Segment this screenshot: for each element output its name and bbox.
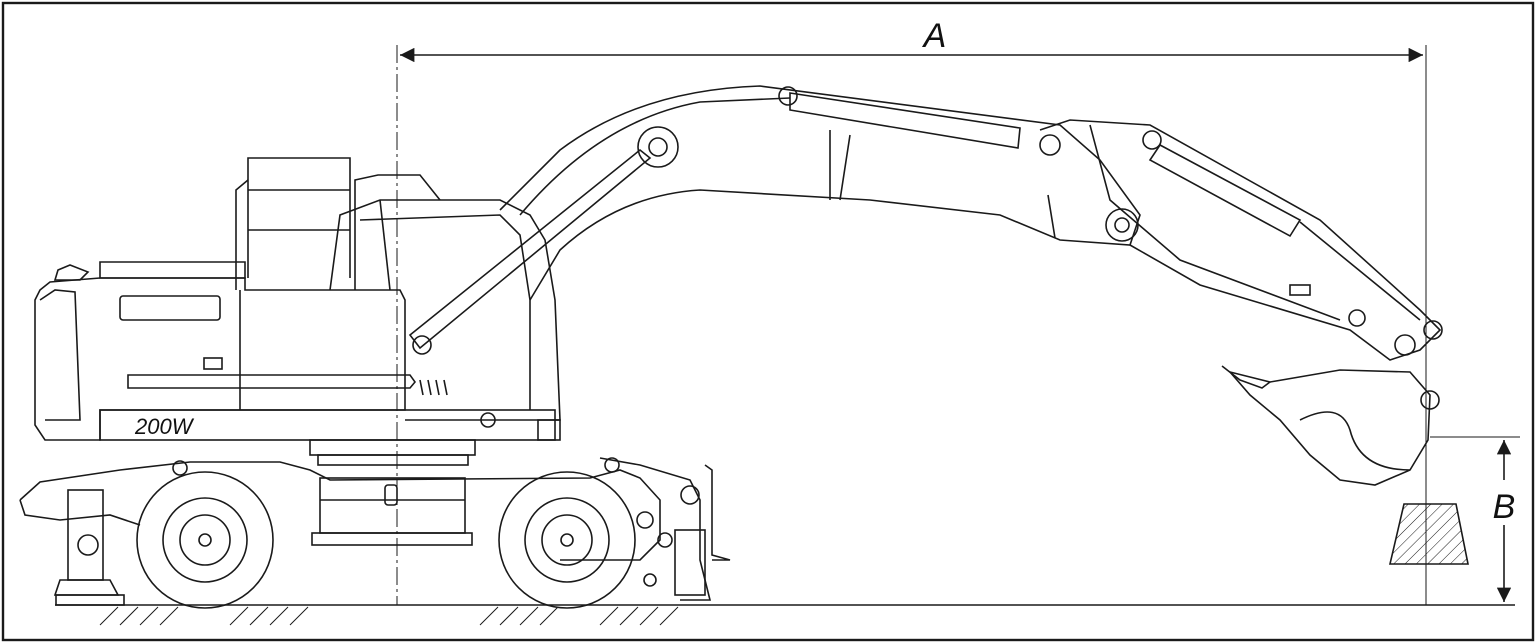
boom xyxy=(408,85,1141,350)
arm xyxy=(1039,119,1443,361)
upper-structure xyxy=(34,157,561,441)
dump-target-block xyxy=(1388,503,1469,565)
model-label: 200W xyxy=(134,414,195,439)
dimension-b-label: B xyxy=(1493,488,1516,526)
bucket xyxy=(1221,365,1440,486)
dimension-b: B xyxy=(1430,436,1520,602)
ground xyxy=(55,604,1515,626)
rear-wheel xyxy=(136,471,274,609)
dimension-a-label: A xyxy=(922,17,947,55)
undercarriage xyxy=(19,439,731,606)
front-wheel xyxy=(498,471,636,609)
